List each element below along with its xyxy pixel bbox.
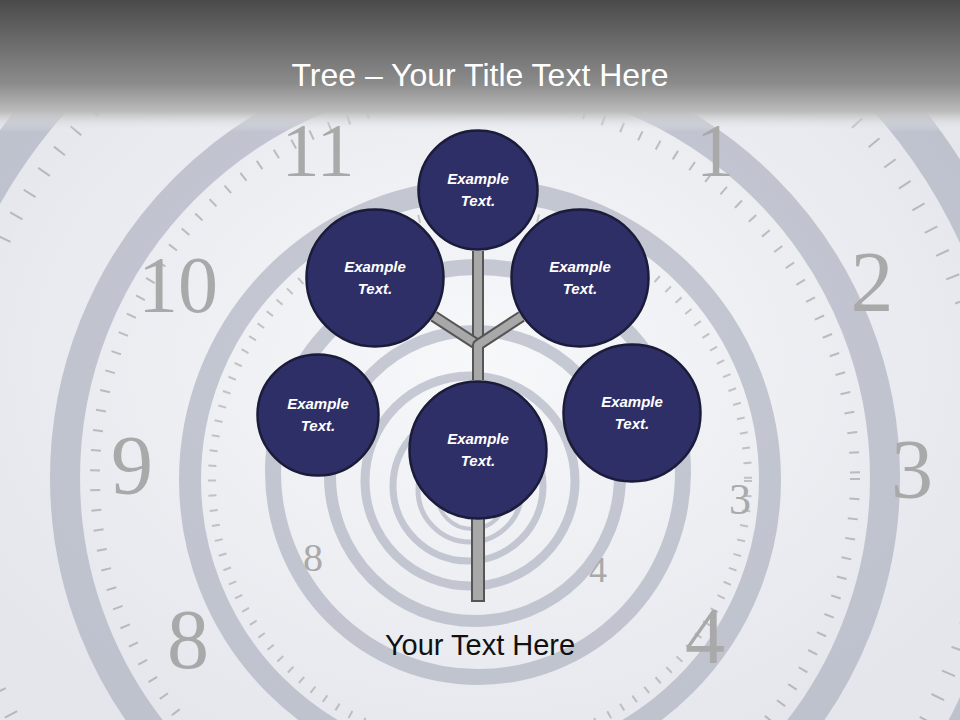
tree-circle: Example Text. — [417, 129, 539, 251]
circle-content: Example Text. — [408, 380, 548, 520]
slide-title: Tree – Your Title Text Here — [0, 50, 960, 100]
circle-text: Example Text. — [273, 393, 363, 437]
branch-outline — [478, 316, 521, 380]
tree-branch — [478, 316, 521, 380]
tree-circle: Example Text. — [305, 208, 445, 348]
tree-circle: Example Text. — [408, 380, 548, 520]
circle-shape — [512, 210, 649, 347]
branch-fill — [434, 316, 478, 380]
circle-content: Example Text. — [256, 353, 380, 477]
circle-shape — [419, 131, 538, 250]
clock-number: 4 — [685, 596, 725, 676]
branch-outline — [434, 316, 478, 380]
circle-content: Example Text. — [510, 208, 650, 348]
title-bar-fade — [0, 112, 960, 132]
circle-content: Example Text. — [305, 208, 445, 348]
tree-circle: Example Text. — [256, 353, 380, 477]
title-bar — [0, 0, 960, 112]
circle-content: Example Text. — [562, 343, 702, 483]
circle-outline — [417, 129, 539, 251]
clock-number: 8 — [167, 598, 209, 682]
circle-shape — [258, 355, 379, 476]
clock-number: 10 — [138, 245, 218, 325]
circle-text: Example Text. — [330, 256, 420, 300]
clock-number: 8 — [303, 538, 323, 578]
circle-text: Example Text. — [433, 428, 523, 472]
circle-shape — [564, 345, 701, 482]
tree-branch — [434, 316, 478, 380]
caption: Your Text Here — [0, 623, 960, 667]
circle-text: Example Text. — [535, 256, 625, 300]
circle-outline — [408, 380, 548, 520]
tree-circle: Example Text. — [562, 343, 702, 483]
clock-number: 3 — [891, 428, 933, 512]
circle-outline — [562, 343, 702, 483]
clock-number: 11 — [281, 112, 354, 188]
circle-outline — [256, 353, 380, 477]
clock-number: 2 — [851, 239, 894, 325]
circle-shape — [410, 382, 547, 519]
clock-number: 1 — [696, 112, 734, 188]
clock-number: 9 — [111, 424, 153, 508]
circle-text: Example Text. — [433, 168, 523, 212]
circle-shape — [307, 210, 444, 347]
branch-fill — [478, 316, 521, 380]
circle-outline — [305, 208, 445, 348]
clock-number: 3 — [729, 478, 751, 522]
circle-outline — [510, 208, 650, 348]
tree-circle: Example Text. — [510, 208, 650, 348]
circle-content: Example Text. — [417, 129, 539, 251]
clock-number: 4 — [589, 552, 607, 588]
circle-text: Example Text. — [587, 391, 677, 435]
